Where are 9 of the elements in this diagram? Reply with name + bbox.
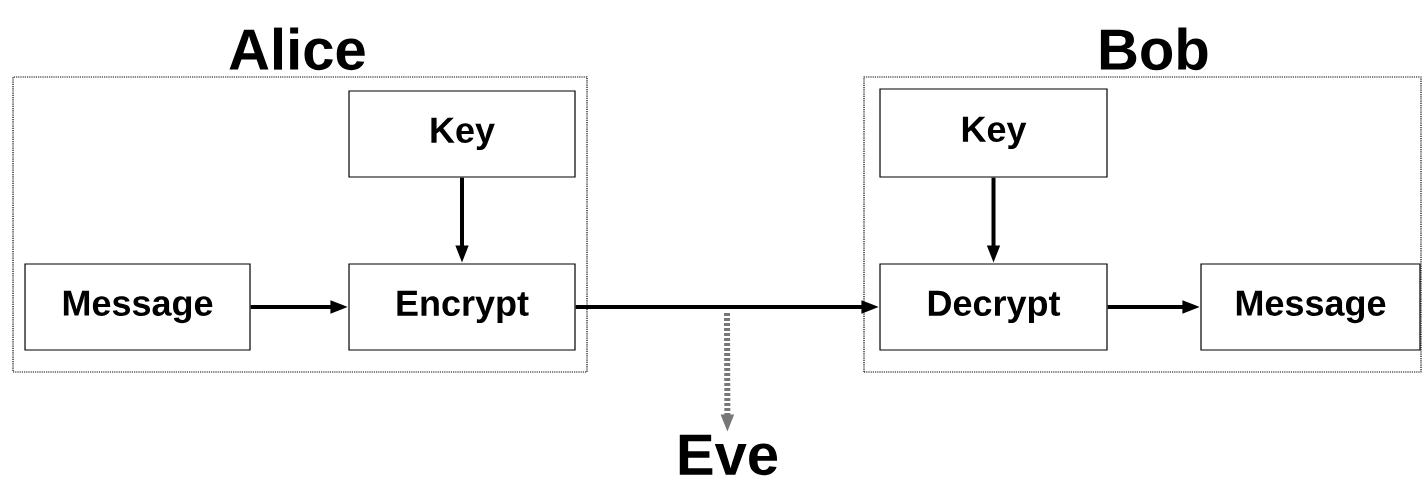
group-heading: Bob: [1100, 27, 1208, 71]
process-box: Key: [348, 90, 576, 178]
process-box: Message: [24, 263, 251, 351]
process-box: Message: [1200, 263, 1421, 351]
process-box: Key: [879, 88, 1108, 178]
name-label: Eve: [679, 434, 778, 476]
process-box: Decrypt: [879, 263, 1108, 351]
group-heading: Alice: [229, 27, 365, 71]
process-box: Encrypt: [348, 263, 576, 351]
